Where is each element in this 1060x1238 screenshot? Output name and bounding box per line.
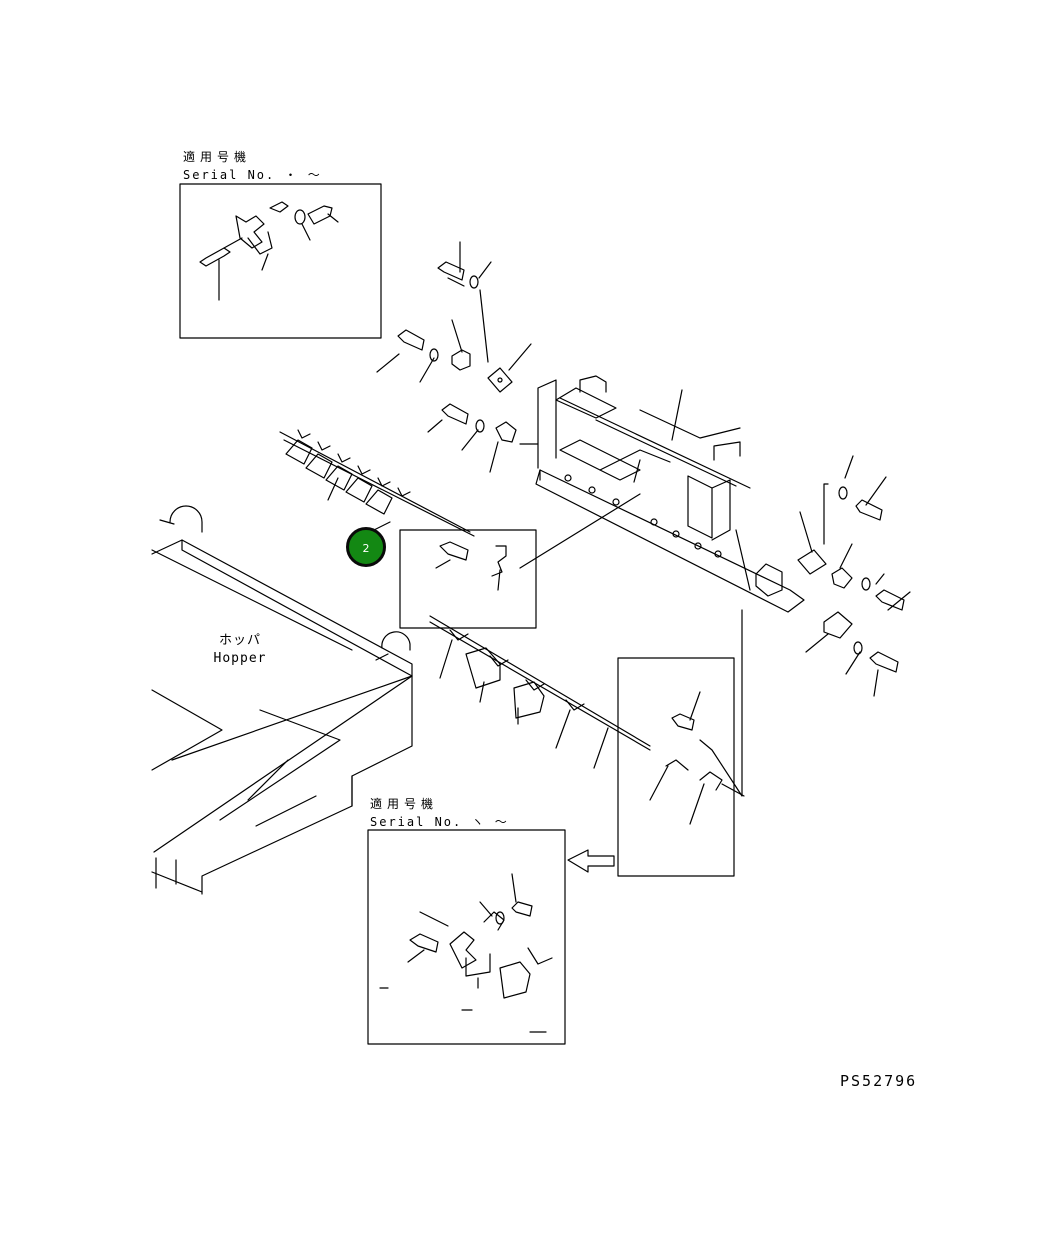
part-callout-2[interactable]: 2 <box>346 527 386 567</box>
lower-tine-row <box>429 615 651 769</box>
hopper-label-jp: ホッパ <box>218 633 261 648</box>
inset-box-top <box>179 183 382 339</box>
upper-fasteners <box>376 241 532 473</box>
drawing-code: PS52796 <box>840 1072 918 1090</box>
rail-assembly <box>519 375 805 613</box>
detail-box-middle <box>399 493 641 629</box>
hopper-label-en: Hopper <box>213 651 267 666</box>
right-fasteners <box>797 455 911 697</box>
serial-number-range-top: Serial No. ・ ～ <box>183 168 322 182</box>
callout-number: 2 <box>362 542 370 555</box>
inset-box-bottom <box>367 829 566 1045</box>
applicable-serial-heading-top: 適用号機 <box>183 150 252 164</box>
hopper-body <box>151 505 413 895</box>
applicable-serial-heading-bottom: 適用号機 <box>370 797 439 811</box>
detail-box-right <box>567 609 745 877</box>
serial-number-range-bottom: Serial No. ヽ ～ <box>370 815 509 829</box>
upper-tine-row <box>279 429 475 537</box>
